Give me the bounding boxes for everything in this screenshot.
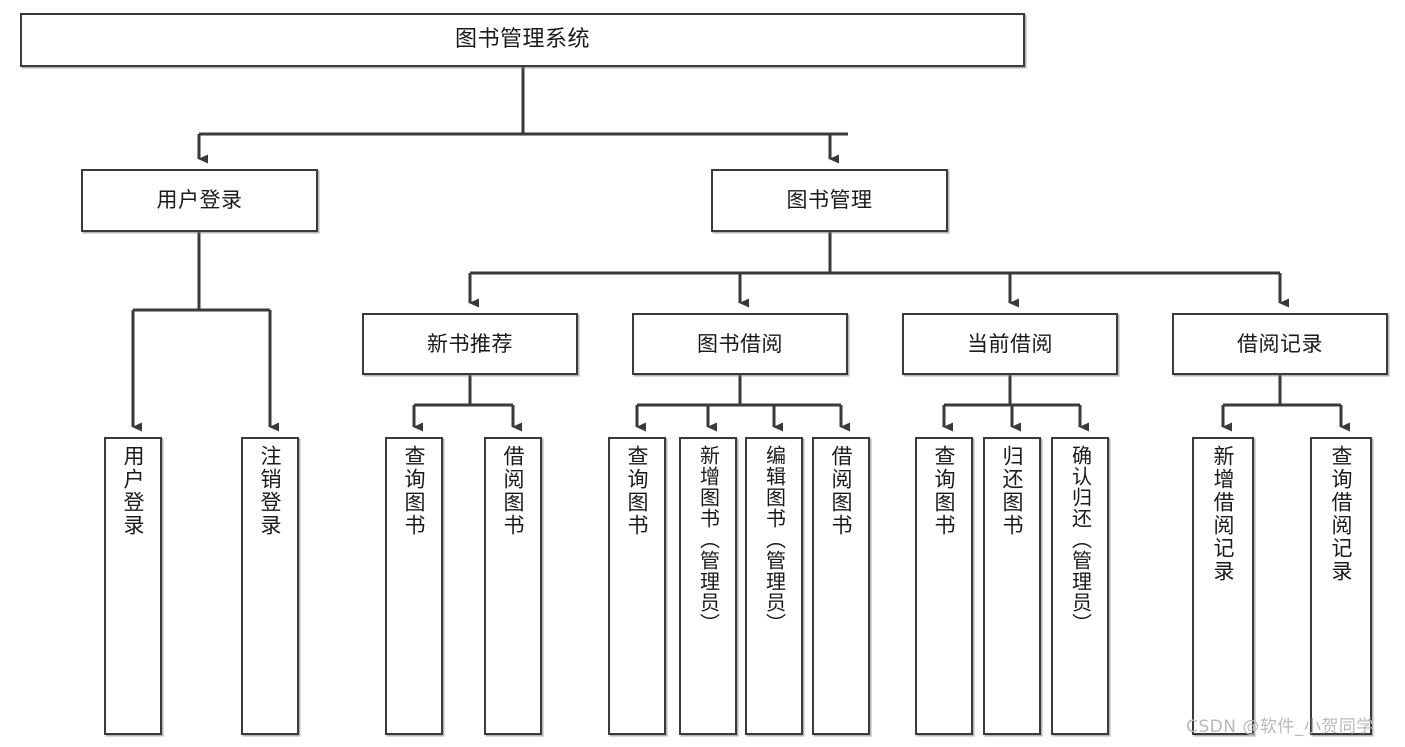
- node-label: 图书管理系统: [454, 27, 590, 53]
- node-label: 编辑图书（管理员）: [762, 445, 787, 634]
- node-label: 图书管理: [786, 188, 873, 213]
- node-label: 当前借阅: [967, 331, 1053, 356]
- node-book-borrowing[interactable]: 图书借阅: [632, 313, 848, 375]
- node-leaf-logout[interactable]: 注销登录: [241, 437, 299, 735]
- node-label: 图书借阅: [697, 331, 783, 356]
- node-user-login[interactable]: 用户登录: [81, 169, 318, 232]
- node-leaf-add-book-admin[interactable]: 新增图书（管理员）: [679, 437, 737, 735]
- node-leaf-borrow-book-newbook[interactable]: 借阅图书: [484, 437, 542, 735]
- node-leaf-add-borrow-record[interactable]: 新增借阅记录: [1192, 437, 1254, 735]
- node-label: 借阅记录: [1237, 331, 1323, 356]
- node-root-book-management-system[interactable]: 图书管理系统: [20, 13, 1025, 67]
- node-leaf-query-borrow-record[interactable]: 查询借阅记录: [1310, 437, 1372, 735]
- node-label: 借阅图书: [829, 445, 854, 537]
- node-leaf-confirm-return-admin[interactable]: 确认归还（管理员）: [1051, 437, 1109, 735]
- node-label: 用户登录: [121, 445, 146, 537]
- node-label: 新增借阅记录: [1211, 445, 1236, 583]
- node-label: 查询图书: [625, 445, 650, 537]
- node-label: 新书推荐: [427, 331, 513, 356]
- node-leaf-query-book-borrowing[interactable]: 查询图书: [608, 437, 666, 735]
- node-label: 新增图书（管理员）: [696, 445, 721, 634]
- node-leaf-return-book[interactable]: 归还图书: [983, 437, 1041, 735]
- node-leaf-borrow-book[interactable]: 借阅图书: [812, 437, 870, 735]
- node-label: 借阅图书: [501, 445, 526, 537]
- node-label: 确认归还（管理员）: [1068, 445, 1093, 634]
- node-leaf-user-login[interactable]: 用户登录: [104, 437, 162, 735]
- node-borrowing-record[interactable]: 借阅记录: [1172, 313, 1388, 375]
- node-leaf-query-book-newbook[interactable]: 查询图书: [385, 437, 443, 735]
- node-label: 查询借阅记录: [1329, 445, 1354, 583]
- csdn-watermark: CSDN @软件_小贺同学: [1186, 717, 1374, 737]
- node-leaf-query-book-current[interactable]: 查询图书: [915, 437, 973, 735]
- node-leaf-edit-book-admin[interactable]: 编辑图书（管理员）: [745, 437, 803, 735]
- node-current-borrowing[interactable]: 当前借阅: [902, 313, 1118, 375]
- node-label: 查询图书: [402, 445, 427, 537]
- node-label: 归还图书: [1000, 445, 1025, 537]
- node-label: 查询图书: [932, 445, 957, 537]
- node-book-management[interactable]: 图书管理: [711, 169, 948, 232]
- node-new-book-recommendation[interactable]: 新书推荐: [362, 313, 578, 375]
- node-label: 注销登录: [258, 445, 283, 537]
- node-label: 用户登录: [156, 188, 243, 213]
